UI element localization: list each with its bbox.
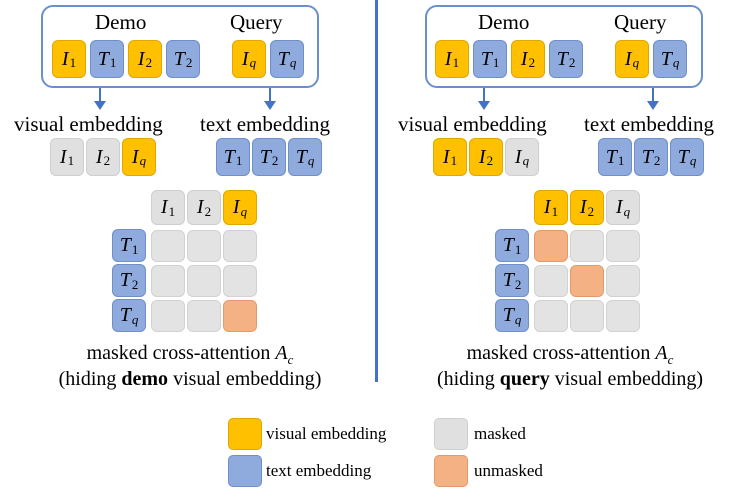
legend-visual-swatch bbox=[228, 418, 262, 450]
right-matrix-cell-0-1-masked bbox=[570, 230, 604, 262]
left-matrix-cell-1-1-masked bbox=[187, 265, 221, 297]
right-matrix-cell-0-0-unmasked bbox=[534, 230, 568, 262]
left-matrix-cell-2-1-masked bbox=[187, 300, 221, 332]
right-matrix-cell-2-0-masked bbox=[534, 300, 568, 332]
left-matrix-cell-1-0-masked bbox=[151, 265, 185, 297]
left-arrow-text bbox=[264, 88, 276, 110]
right-demo-label: Demo bbox=[478, 10, 530, 34]
left-demo-label: Demo bbox=[95, 10, 147, 34]
panel-divider bbox=[375, 0, 378, 382]
right-matrix-cell-2-2-masked bbox=[606, 300, 640, 332]
right-text-label: text embedding bbox=[584, 112, 715, 136]
legend-unmasked-label: unmasked bbox=[474, 461, 543, 480]
right-matrix-cell-2-1-masked bbox=[570, 300, 604, 332]
right-visual-label: visual embedding bbox=[398, 112, 547, 136]
right-arrow-visual bbox=[478, 88, 490, 110]
right-query-label: Query bbox=[614, 10, 667, 34]
left-matrix-cell-2-0-masked bbox=[151, 300, 185, 332]
legend-masked-swatch bbox=[434, 418, 468, 450]
left-text-label: text embedding bbox=[200, 112, 331, 136]
right-caption: masked cross-attention Ac (hiding query … bbox=[436, 342, 704, 390]
right-input-box bbox=[425, 5, 703, 88]
right-matrix-cell-1-1-unmasked bbox=[570, 265, 604, 297]
right-matrix-cell-1-2-masked bbox=[606, 265, 640, 297]
right-matrix-cell-1-0-masked bbox=[534, 265, 568, 297]
left-matrix-cell-1-2-masked bbox=[223, 265, 257, 297]
legend-unmasked-swatch bbox=[434, 455, 468, 487]
left-query-label: Query bbox=[230, 10, 283, 34]
left-input-box bbox=[41, 5, 319, 88]
left-caption: masked cross-attention Ac (hiding demo v… bbox=[58, 342, 322, 390]
left-matrix-cell-0-0-masked bbox=[151, 230, 185, 262]
left-matrix-cell-2-2-unmasked bbox=[223, 300, 257, 332]
legend-masked-label: masked bbox=[474, 424, 526, 443]
legend-text-swatch bbox=[228, 455, 262, 487]
left-arrow-visual bbox=[94, 88, 106, 110]
left-matrix-cell-0-1-masked bbox=[187, 230, 221, 262]
legend-visual-label: visual embedding bbox=[266, 424, 387, 443]
left-matrix-cell-0-2-masked bbox=[223, 230, 257, 262]
legend-text-label: text embedding bbox=[266, 461, 372, 480]
left-visual-label: visual embedding bbox=[14, 112, 163, 136]
right-arrow-text bbox=[647, 88, 659, 110]
right-matrix-cell-0-2-masked bbox=[606, 230, 640, 262]
